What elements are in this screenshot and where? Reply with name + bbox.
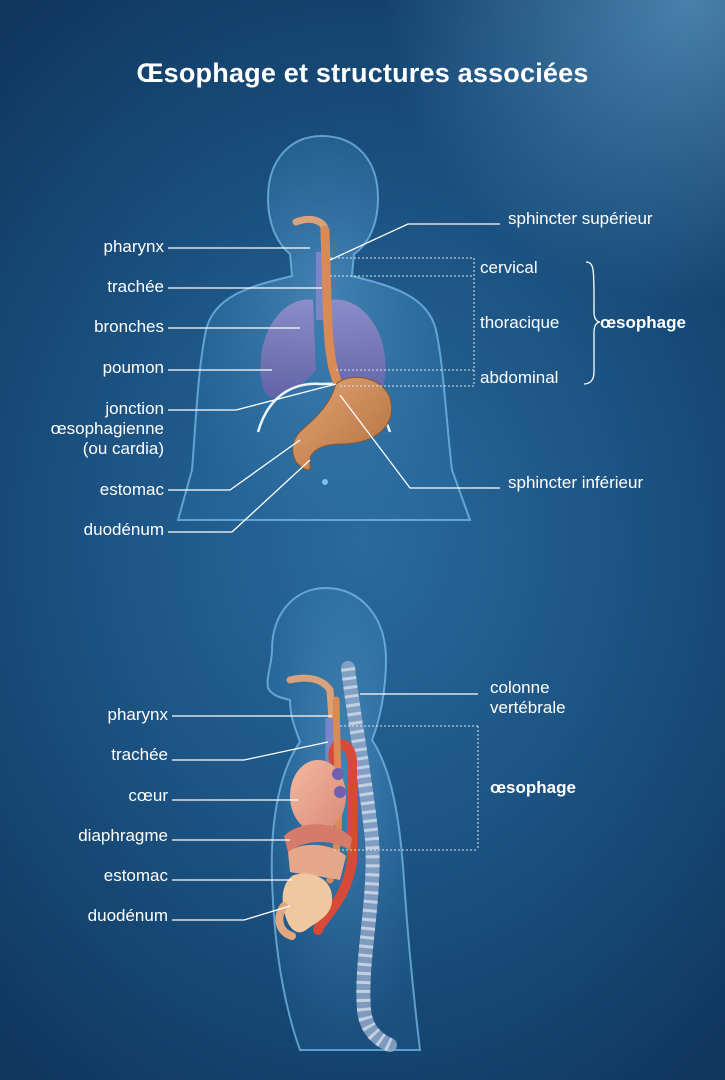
side-heart: [290, 760, 346, 832]
front-esophagus: [320, 225, 345, 393]
side-stomach: [282, 873, 333, 933]
front-navel: [322, 479, 328, 485]
front-leader-lines: [168, 223, 500, 533]
front-lungs: [260, 299, 386, 398]
front-label-junction-line3: (ou cardia): [82, 439, 164, 458]
side-label-trachea: trachée: [111, 745, 168, 764]
front-label-stomach: estomac: [99, 480, 164, 499]
side-label-spine-line1: colonne: [490, 678, 550, 697]
front-label-duodenum: duodénum: [83, 520, 164, 539]
front-label-upper-sphincter: sphincter supérieur: [508, 209, 653, 228]
side-label-heart: cœur: [128, 786, 168, 805]
side-label-spine-line2: vertébrale: [490, 698, 566, 717]
front-label-thoracic: thoracique: [480, 313, 560, 332]
front-oesophagus-brace: [583, 261, 601, 385]
side-pharynx: [286, 674, 336, 724]
front-label-lung: poumon: [102, 358, 164, 377]
side-label-pharynx: pharynx: [107, 705, 168, 724]
page-title: Œsophage et structures associées: [136, 58, 589, 88]
front-label-oesophagus: œsophage: [600, 313, 686, 332]
side-label-oesophagus: œsophage: [490, 778, 576, 797]
side-leader-lines: [172, 693, 478, 921]
front-label-bronchi: bronches: [94, 317, 164, 336]
front-label-junction-line2: œsophagienne: [50, 419, 164, 438]
side-body-silhouette: [266, 586, 422, 1051]
side-label-diaphragm: diaphragme: [78, 826, 168, 845]
side-label-stomach: estomac: [103, 866, 168, 885]
front-label-trachea: trachée: [107, 277, 164, 296]
front-label-pharynx: pharynx: [103, 237, 164, 256]
side-heart-vessel-1: [332, 768, 344, 780]
front-label-abdominal: abdominal: [480, 368, 559, 387]
side-diaphragm: [284, 824, 352, 852]
side-liver: [288, 844, 346, 880]
front-label-cervical: cervical: [480, 258, 538, 277]
front-stomach: [292, 376, 392, 471]
side-label-duodenum: duodénum: [87, 906, 168, 925]
side-spine: [341, 661, 397, 1052]
front-label-junction-line1: jonction: [105, 399, 164, 418]
front-label-lower-sphincter: sphincter inférieur: [508, 473, 644, 492]
side-segment-guides: [334, 725, 479, 851]
front-segment-guides: [330, 257, 475, 387]
side-heart-vessel-2: [334, 786, 346, 798]
